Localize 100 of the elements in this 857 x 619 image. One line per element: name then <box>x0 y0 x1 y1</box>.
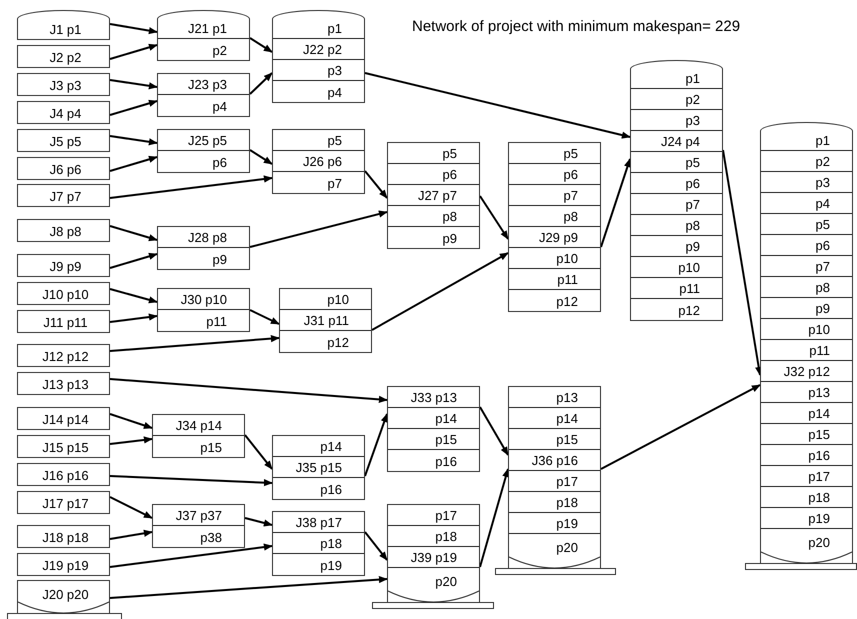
arrow <box>600 158 631 248</box>
arrow <box>249 72 273 95</box>
part-label: J28 p8 <box>188 231 227 244</box>
part-label: J37 p37 <box>176 509 222 522</box>
arrow <box>110 436 153 445</box>
part-label: J33 p13 <box>410 391 457 404</box>
part-label: p9 <box>442 232 457 245</box>
part-label: J20 p20 <box>42 588 89 601</box>
job-stack <box>508 142 601 312</box>
part-label: J29 p9 <box>538 231 578 244</box>
part-label: p12 <box>556 295 578 308</box>
part-label: p2 <box>686 93 700 106</box>
part-label: p8 <box>442 210 457 223</box>
arrow <box>364 72 631 139</box>
part-label: p8 <box>686 219 700 232</box>
part-label: p18 <box>435 530 457 543</box>
part-label: p2 <box>816 155 830 168</box>
job-stack <box>152 504 245 548</box>
arrow <box>110 100 158 116</box>
job-stack <box>387 386 480 472</box>
part-label: J12 p12 <box>42 350 89 363</box>
job-stack <box>387 142 480 249</box>
arrow <box>110 378 388 403</box>
part-label: p11 <box>206 315 227 328</box>
arrow <box>364 531 388 561</box>
arrow <box>110 475 273 486</box>
part-label: p9 <box>686 240 700 253</box>
job-box <box>17 435 110 458</box>
part-label: p4 <box>816 197 830 210</box>
arrow <box>110 496 153 519</box>
arrow <box>110 175 273 199</box>
arrow <box>110 44 158 60</box>
arrow <box>250 210 388 248</box>
job-box <box>17 10 110 40</box>
part-label: J38 p17 <box>296 516 342 529</box>
part-label: J8 p8 <box>50 225 82 238</box>
job-stack <box>157 226 250 270</box>
part-label: J19 p19 <box>42 559 89 572</box>
part-label: p6 <box>442 168 457 181</box>
part-label: p10 <box>327 293 349 306</box>
part-label: J18 p18 <box>42 531 89 544</box>
arrow <box>250 309 280 325</box>
arrow <box>364 170 388 199</box>
arrow <box>479 468 510 568</box>
part-label: J3 p3 <box>50 79 82 92</box>
job-stack <box>272 435 365 500</box>
part-label: J10 p10 <box>42 288 89 301</box>
arrow <box>364 413 388 476</box>
part-label: p2 <box>212 44 227 57</box>
arrow <box>110 225 158 242</box>
part-label: J16 p16 <box>42 469 89 482</box>
part-label: p12 <box>327 336 349 349</box>
job-stack <box>157 73 250 117</box>
part-label: J15 p15 <box>42 441 89 454</box>
part-label: p11 <box>557 273 578 286</box>
part-label: J14 p14 <box>42 413 89 426</box>
part-label: J17 p17 <box>42 497 89 510</box>
arrow <box>479 195 509 240</box>
diagram-title: Network of project with minimum makespan= 229 <box>412 18 740 35</box>
part-label: p9 <box>816 302 830 315</box>
arrow <box>110 530 153 540</box>
job-box <box>17 407 110 430</box>
part-label: p4 <box>212 100 227 113</box>
arrow <box>110 23 158 34</box>
job-box <box>17 525 110 548</box>
part-label: p6 <box>816 239 830 252</box>
job-stack <box>157 10 250 61</box>
part-label: p19 <box>556 517 578 530</box>
part-label: p13 <box>808 386 830 399</box>
part-label: p5 <box>686 156 700 169</box>
part-label: p17 <box>435 509 457 522</box>
part-label: p14 <box>808 407 830 420</box>
part-label: p17 <box>556 475 578 488</box>
part-label: J2 p2 <box>50 51 82 64</box>
arrow <box>110 288 158 304</box>
job-box <box>17 219 110 242</box>
part-label: p4 <box>328 86 342 99</box>
part-label: p20 <box>808 536 830 549</box>
job-box <box>17 372 110 395</box>
part-label: p10 <box>808 323 830 336</box>
part-label: p5 <box>328 134 342 147</box>
part-label: p14 <box>435 412 457 425</box>
job-stack <box>760 122 853 565</box>
job-box <box>17 254 110 277</box>
arrow <box>479 406 509 456</box>
arrow <box>722 150 762 376</box>
part-label: p38 <box>200 531 222 544</box>
part-label: p6 <box>686 177 700 190</box>
job-stack <box>272 129 365 194</box>
part-label: J6 p6 <box>50 163 82 176</box>
part-label: J21 p1 <box>188 22 227 35</box>
job-box <box>17 344 110 367</box>
part-label: p1 <box>686 72 700 85</box>
part-label: p5 <box>564 147 578 160</box>
job-box <box>17 491 110 514</box>
part-label: p11 <box>809 344 830 357</box>
part-label: p12 <box>678 304 700 317</box>
job-box <box>17 101 110 124</box>
job-stack <box>279 288 372 353</box>
job-box <box>17 310 110 333</box>
